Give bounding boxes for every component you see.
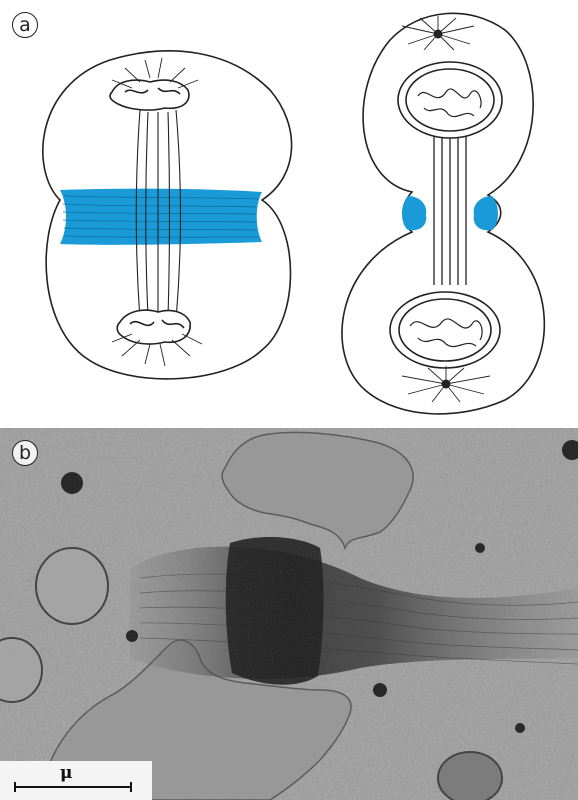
micrograph-image xyxy=(0,428,578,800)
cell-division-drawing xyxy=(0,0,578,428)
contractile-ring-band xyxy=(60,189,262,245)
panel-label-b: b xyxy=(12,440,38,466)
right-upper-nucleus xyxy=(398,62,502,138)
panel-a-diagram: a xyxy=(0,0,578,428)
scale-unit-label: μ xyxy=(60,763,72,783)
scale-line xyxy=(14,786,132,788)
panel-b-micrograph: b μ xyxy=(0,428,578,800)
right-lower-nucleus xyxy=(390,292,500,368)
scale-bar: μ xyxy=(0,761,152,800)
panel-label-a: a xyxy=(12,12,38,38)
